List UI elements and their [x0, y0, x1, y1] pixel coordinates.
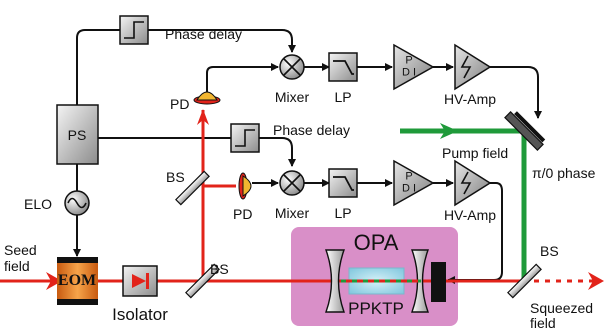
mixer-top-label: Mixer [274, 89, 310, 105]
opa-label: OPA [353, 230, 399, 255]
pump-field-label: Pump field [442, 145, 509, 161]
elo-oscillator [64, 190, 90, 216]
hv-amp-top-label: HV-Amp [443, 91, 497, 107]
squeezed-field-label: Squeezed field [530, 300, 594, 332]
bs-up-arrow [197, 109, 209, 125]
ppktp-label: PPKTP [348, 299, 404, 318]
squeezed-arrow [588, 272, 604, 290]
phase-delay-mid-label: Phase delay [273, 122, 351, 138]
pdi-mid-label: P D I [401, 170, 417, 194]
pump-arrow [440, 123, 458, 139]
mixer-top [279, 54, 305, 80]
phase-delay-top [119, 15, 149, 45]
isolator-label: Isolator [112, 305, 168, 324]
pdi-top-label: P D I [401, 54, 417, 78]
phase-delay-mid [230, 123, 260, 153]
hv-amp-mid [454, 159, 492, 207]
pd-top-label: PD [170, 96, 190, 112]
lp-filter-mid [328, 168, 358, 198]
bs-bottom-label: BS [210, 261, 229, 277]
hv-amp-top [454, 43, 492, 91]
mixer-mid-label: Mixer [274, 205, 310, 221]
hv-amp-mid-label: HV-Amp [443, 207, 497, 223]
laser-beams [0, 110, 596, 283]
phase-delay-top-label: Phase delay [165, 26, 243, 42]
bs-left-label: BS [166, 169, 185, 185]
pd-mid [238, 172, 252, 200]
power-splitter [56, 104, 99, 165]
bs-bottom [185, 263, 220, 299]
lp-filter-top [328, 52, 358, 82]
pdi-top [393, 43, 435, 91]
eom-label: EOM [57, 272, 97, 289]
phase-mirror [504, 111, 546, 151]
mixer-mid [279, 170, 305, 196]
seed-field-label: Seed field [4, 242, 37, 275]
bs-left [175, 170, 210, 206]
pi-phase-label: π/0 phase [532, 165, 596, 181]
pdi-mid [393, 159, 435, 207]
isolator [122, 265, 158, 297]
seed-arrow [46, 272, 62, 290]
elo-label: ELO [24, 196, 53, 212]
bs-right [507, 263, 542, 299]
lp-mid-label: LP [334, 205, 352, 221]
lp-top-label: LP [334, 89, 352, 105]
pd-mid-label: PD [233, 206, 253, 222]
pd-top [193, 91, 221, 105]
ps-label: PS [67, 127, 87, 143]
bs-right-label: BS [540, 243, 559, 259]
eom-modulator [57, 257, 98, 305]
